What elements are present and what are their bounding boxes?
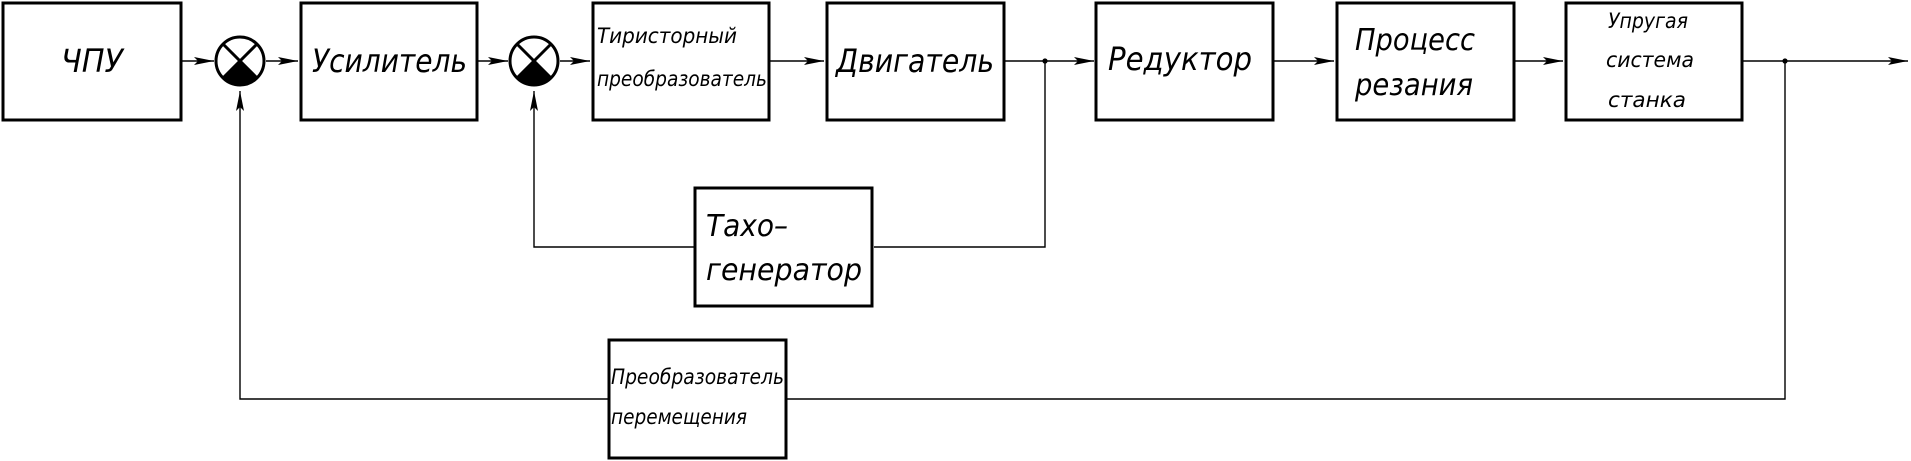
block-cnc: ЧПУ [1,1,183,122]
line-tacho-feedback-out [530,91,694,248]
block-thyristor-converter-label-line2: преобразователь [597,67,767,91]
block-thyristor-converter: Тиристорный преобразователь [591,1,771,122]
block-reducer: Редуктор [1094,1,1275,122]
line-position-feedback-out [236,91,608,400]
block-displacement-converter-label-line1: Преобразователь [611,365,784,389]
summing-junction-2 [508,35,560,87]
block-reducer-label: Редуктор [1108,40,1252,78]
block-tachogenerator: Тахо– генератор [693,186,874,308]
line-position-feedback-in [786,61,1786,400]
block-tachogenerator-label-line2: генератор [706,253,862,288]
block-cutting-process-label-line1: Процесс [1355,23,1475,58]
block-displacement-converter: Преобразователь перемещения [607,338,788,460]
block-cutting-process: Процесс резания [1335,1,1516,122]
signal-lines [182,57,1908,400]
junction-dot-motor [1042,58,1048,64]
summing-junction-1 [214,35,266,87]
block-amplifier-label: Усилитель [312,42,467,80]
block-elastic-system-label-line1: Упругая [1608,9,1688,33]
block-thyristor-converter-label-line1: Тиристорный [597,24,737,48]
block-elastic-system-label-line3: станка [1608,88,1686,112]
block-elastic-system-label-line2: система [1606,48,1694,72]
junction-dot-output [1782,58,1788,64]
block-tachogenerator-label-line1: Тахо– [706,209,788,244]
block-cnc-label: ЧПУ [61,42,125,80]
block-elastic-system: Упругая система станка [1564,1,1744,122]
block-displacement-converter-label-line2: перемещения [611,405,747,429]
block-motor: Двигатель [825,1,1006,122]
block-cutting-process-label-line2: резания [1354,68,1473,103]
block-motor-label: Двигатель [834,42,994,80]
line-tacho-feedback-in [874,61,1046,248]
block-amplifier: Усилитель [299,1,479,122]
